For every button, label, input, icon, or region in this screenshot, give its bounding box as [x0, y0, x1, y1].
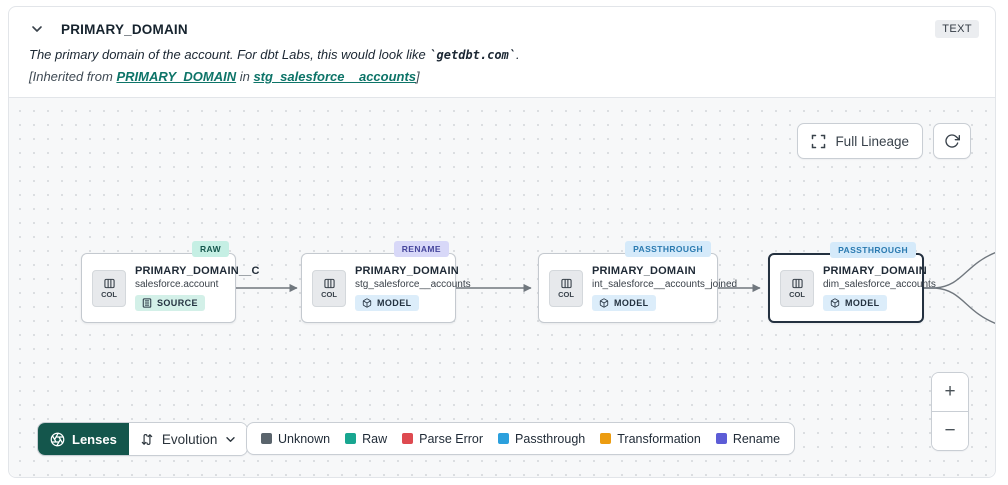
node-title: PRIMARY_DOMAIN	[355, 265, 459, 277]
column-chip: COL	[92, 269, 126, 307]
lenses-button[interactable]: Lenses	[38, 423, 129, 455]
column-chip: COL	[312, 269, 346, 307]
column-description: The primary domain of the account. For d…	[29, 47, 520, 62]
columns-icon	[103, 278, 115, 288]
node-title: PRIMARY_DOMAIN	[823, 265, 927, 277]
lens-select-dropdown[interactable]: Evolution	[128, 423, 248, 455]
expand-icon	[811, 134, 826, 149]
inherited-model-link[interactable]: stg_salesforce__accounts	[253, 69, 417, 84]
node-model-name: stg_salesforce__accounts	[355, 279, 471, 290]
status-badge: PASSTHROUGH	[830, 242, 916, 258]
legend-swatch	[715, 433, 727, 444]
legend-item: Raw	[345, 432, 387, 446]
status-badge: RAW	[191, 241, 229, 257]
zoom-controls: + −	[931, 372, 969, 451]
resource-type-badge: SOURCE	[135, 295, 205, 311]
lineage-node-staging[interactable]: RENAME COL PRIMARY_DOMAIN stg_salesforce…	[301, 241, 471, 323]
zoom-in-button[interactable]: +	[932, 373, 968, 411]
source-icon	[142, 298, 152, 308]
inline-code: `getdbt.com`	[429, 48, 517, 62]
evolution-swap-icon	[140, 432, 154, 447]
node-model-name: int_salesforce__accounts_joined	[592, 279, 738, 290]
resource-type-badge: MODEL	[592, 295, 656, 311]
lineage-node-intermediate[interactable]: PASSTHROUGH COL PRIMARY_DOMAIN int_sales…	[538, 241, 738, 323]
legend-item: Parse Error	[402, 432, 483, 446]
legend-item: Unknown	[261, 432, 330, 446]
resource-type-badge: MODEL	[823, 295, 887, 311]
lineage-node-source[interactable]: RAW COL PRIMARY_DOMAIN__C salesforce.acc…	[81, 241, 260, 323]
columns-icon	[560, 278, 572, 288]
column-header: PRIMARY_DOMAIN TEXT The primary domain o…	[9, 7, 995, 97]
evolution-legend: Unknown Raw Parse Error Passthrough Tran…	[246, 422, 796, 455]
lenses-control: Lenses Evolution	[37, 422, 249, 456]
node-model-name: salesforce.account	[135, 279, 219, 290]
columns-icon	[791, 278, 803, 288]
model-cube-icon	[599, 298, 609, 308]
legend-swatch	[345, 433, 357, 444]
full-lineage-button[interactable]: Full Lineage	[797, 123, 923, 159]
chevron-down-icon	[225, 436, 236, 443]
model-cube-icon	[830, 298, 840, 308]
column-lineage-panel: PRIMARY_DOMAIN TEXT The primary domain o…	[8, 6, 996, 478]
inherited-from-note: [Inherited from PRIMARY_DOMAIN in stg_sa…	[29, 69, 420, 84]
inherited-column-link[interactable]: PRIMARY_DOMAIN	[116, 69, 237, 84]
legend-swatch	[402, 433, 414, 444]
legend-swatch	[600, 433, 612, 444]
legend-swatch	[261, 433, 272, 444]
node-model-name: dim_salesforce_accounts	[823, 279, 936, 290]
column-type-badge: TEXT	[935, 20, 979, 38]
model-cube-icon	[362, 298, 372, 308]
node-title: PRIMARY_DOMAIN__C	[135, 265, 260, 277]
lineage-node-dim-selected[interactable]: PASSTHROUGH COL PRIMARY_DOMAIN dim_sales…	[768, 242, 936, 323]
status-badge: PASSTHROUGH	[625, 241, 711, 257]
column-title: PRIMARY_DOMAIN	[61, 21, 188, 37]
columns-icon	[323, 278, 335, 288]
node-title: PRIMARY_DOMAIN	[592, 265, 696, 277]
column-chip: COL	[549, 269, 583, 307]
zoom-out-button[interactable]: −	[932, 412, 968, 450]
resource-type-badge: MODEL	[355, 295, 419, 311]
divider	[932, 411, 968, 412]
legend-item: Rename	[715, 432, 780, 446]
legend-swatch	[498, 433, 510, 444]
lens-aperture-icon	[50, 432, 65, 447]
legend-item: Transformation	[600, 432, 701, 446]
legend-item: Passthrough	[498, 432, 585, 446]
status-badge: RENAME	[393, 241, 449, 257]
column-chip: COL	[780, 269, 814, 307]
collapse-chevron-icon[interactable]	[29, 23, 45, 35]
refresh-button[interactable]	[933, 123, 971, 159]
refresh-icon	[944, 133, 960, 149]
lineage-canvas[interactable]: Full Lineage RAW COL PRIMARY_DOMAIN__C s…	[9, 97, 995, 477]
